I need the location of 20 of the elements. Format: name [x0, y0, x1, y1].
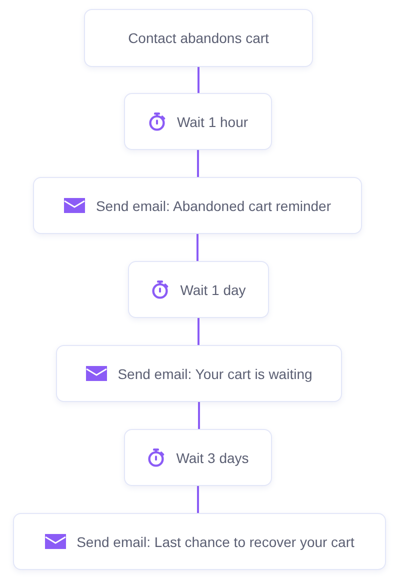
- step-label: Send email: Last chance to recover your cart: [76, 532, 354, 550]
- connector-line: [198, 318, 200, 345]
- connector-line: [196, 234, 198, 261]
- step-card: [124, 429, 272, 486]
- step-label: Contact abandons cart: [128, 29, 269, 47]
- connector-line: [197, 150, 199, 177]
- step-card: [124, 93, 272, 150]
- connector-line: [197, 486, 199, 513]
- step-label: Wait 3 days: [176, 448, 249, 466]
- connector-line: [198, 67, 200, 93]
- step-label: Send email: Abandoned cart reminder: [96, 196, 332, 214]
- step-card: [84, 9, 313, 67]
- step-label: Wait 1 hour: [176, 112, 248, 130]
- step-card: [13, 513, 386, 570]
- step-card: [56, 345, 342, 402]
- step-card: [128, 261, 269, 318]
- step-card: [33, 177, 362, 234]
- step-label: Send email: Your cart is waiting: [118, 364, 312, 382]
- connector-line: [198, 402, 200, 429]
- step-label: Wait 1 day: [180, 280, 246, 298]
